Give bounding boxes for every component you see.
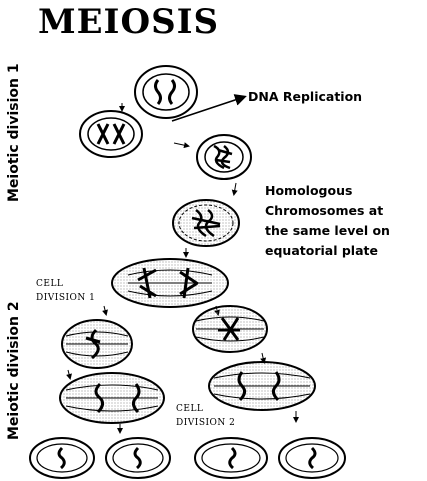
cell-daughter-left: [62, 320, 132, 368]
homologous-chromosomes-label: Homologous Chromosomes at the same level…: [265, 181, 425, 261]
homologous-line-2: Chromosomes at: [265, 201, 425, 221]
cell-final-3: [195, 438, 267, 478]
cell-anaphase-2-left: [60, 373, 164, 423]
homologous-line-3: the same level on: [265, 221, 425, 241]
cell-final-1: [30, 438, 94, 478]
down-arrow-2: [234, 183, 236, 194]
cell-final-4: [279, 438, 345, 478]
cell-division-2-line-2: DIVISION 2: [176, 416, 235, 430]
cell-metaphase-1: [173, 200, 239, 246]
arrow-left-branch: [104, 306, 106, 314]
cell-daughter-right: [193, 306, 267, 352]
homologous-line-4: equatorial plate: [265, 241, 425, 261]
cell-prophase: [197, 135, 251, 179]
down-arrow-left: [68, 370, 70, 378]
cell-division-2-line-1: CELL: [176, 402, 235, 416]
dna-replication-label: DNA Replication: [248, 89, 362, 104]
homologous-line-1: Homologous: [265, 181, 425, 201]
cell-replicated: [80, 111, 142, 157]
cell-division-1-line-1: CELL: [36, 277, 95, 291]
cell-division-1-line-2: DIVISION 1: [36, 291, 95, 305]
cell-division-1-label: CELL DIVISION 1: [36, 277, 95, 305]
right-arrow: [174, 143, 188, 146]
cell-division-2-label: CELL DIVISION 2: [176, 402, 235, 430]
down-arrow-right: [262, 353, 264, 362]
cell-final-2: [106, 438, 170, 478]
cell-interphase: [135, 66, 197, 118]
cell-anaphase-1: [112, 259, 228, 307]
